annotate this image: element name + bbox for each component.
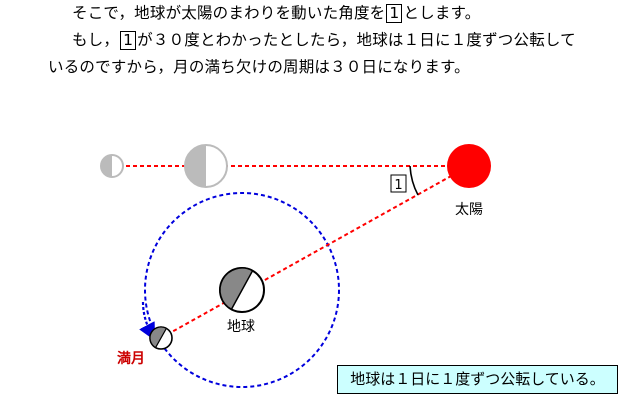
angle-label: 1	[394, 178, 402, 193]
moon-orbit	[144, 192, 340, 388]
text-line-3: いるのですから，月の満ち欠けの周期は３０日になります。	[48, 58, 470, 76]
earth-label: 地球	[227, 319, 255, 335]
earth	[219, 267, 265, 313]
full-moon	[149, 326, 173, 350]
sun	[447, 144, 491, 188]
current-sight-line	[160, 165, 470, 339]
full-moon-label: 満月	[117, 350, 145, 367]
angle-box: 1	[120, 31, 137, 50]
sun-label: 太陽	[455, 202, 483, 218]
angle-arc	[409, 165, 419, 196]
earlier-earth	[184, 144, 228, 188]
angle-label-box	[390, 174, 407, 193]
angle-box: 1	[386, 4, 403, 23]
earlier-moon	[100, 154, 124, 178]
orbit-direction-arrow	[139, 301, 156, 341]
caption-box: 地球は１日に１度ずつ公転している。	[337, 365, 618, 394]
